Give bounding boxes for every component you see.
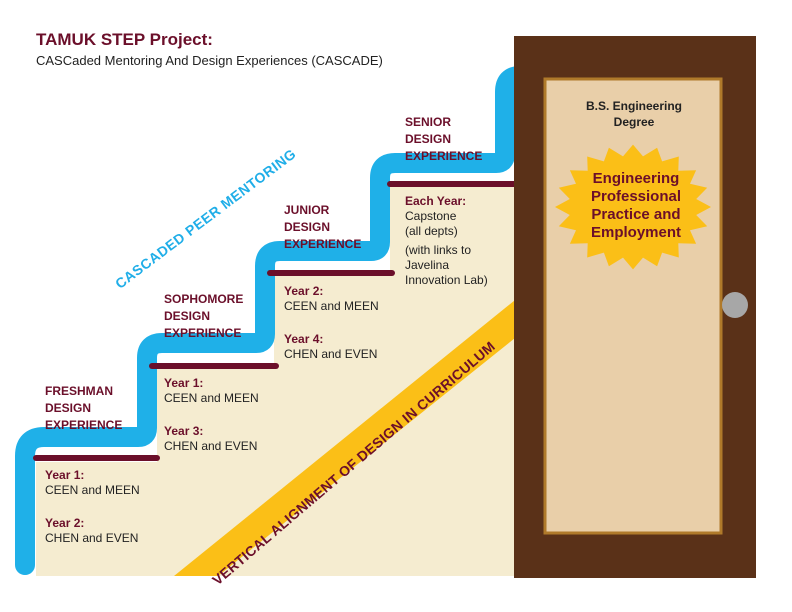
stair-band	[15, 66, 530, 575]
vertical-alignment-banner	[174, 296, 520, 576]
stage-heading-sophomore: SOPHOMORE DESIGN EXPERIENCE	[164, 292, 244, 340]
junior-entry-2: Year 4: CHEN and EVEN	[284, 332, 378, 361]
staircase-fill	[36, 186, 520, 576]
stage-heading-freshman: FRESHMAN DESIGN EXPERIENCE	[45, 384, 123, 432]
senior-entry-1: Each Year: Capstone (all depts)	[405, 194, 467, 238]
stage-heading-senior: SENIOR DESIGN EXPERIENCE	[405, 115, 483, 163]
starburst-icon	[555, 144, 711, 270]
sophomore-entry-1: Year 1: CEEN and MEEN	[164, 376, 259, 405]
stage-heading-junior: JUNIOR DESIGN EXPERIENCE	[284, 203, 362, 251]
sophomore-entry-2: Year 3: CHEN and EVEN	[164, 424, 258, 453]
burst-label: Engineering Professional Practice and Em…	[590, 170, 682, 241]
page-title: TAMUK STEP Project:	[36, 30, 213, 49]
junior-entry-1: Year 2: CEEN and MEEN	[284, 284, 379, 313]
page-subtitle: CASCaded Mentoring And Design Experience…	[36, 53, 383, 68]
freshman-entry-1: Year 1: CEEN and MEEN	[45, 468, 140, 497]
door-knob-icon	[722, 292, 748, 318]
degree-label: B.S. Engineering Degree	[585, 99, 682, 129]
senior-entry-2: (with links to Javelina Innovation Lab)	[405, 243, 488, 287]
freshman-entry-2: Year 2: CHEN and EVEN	[45, 516, 139, 545]
